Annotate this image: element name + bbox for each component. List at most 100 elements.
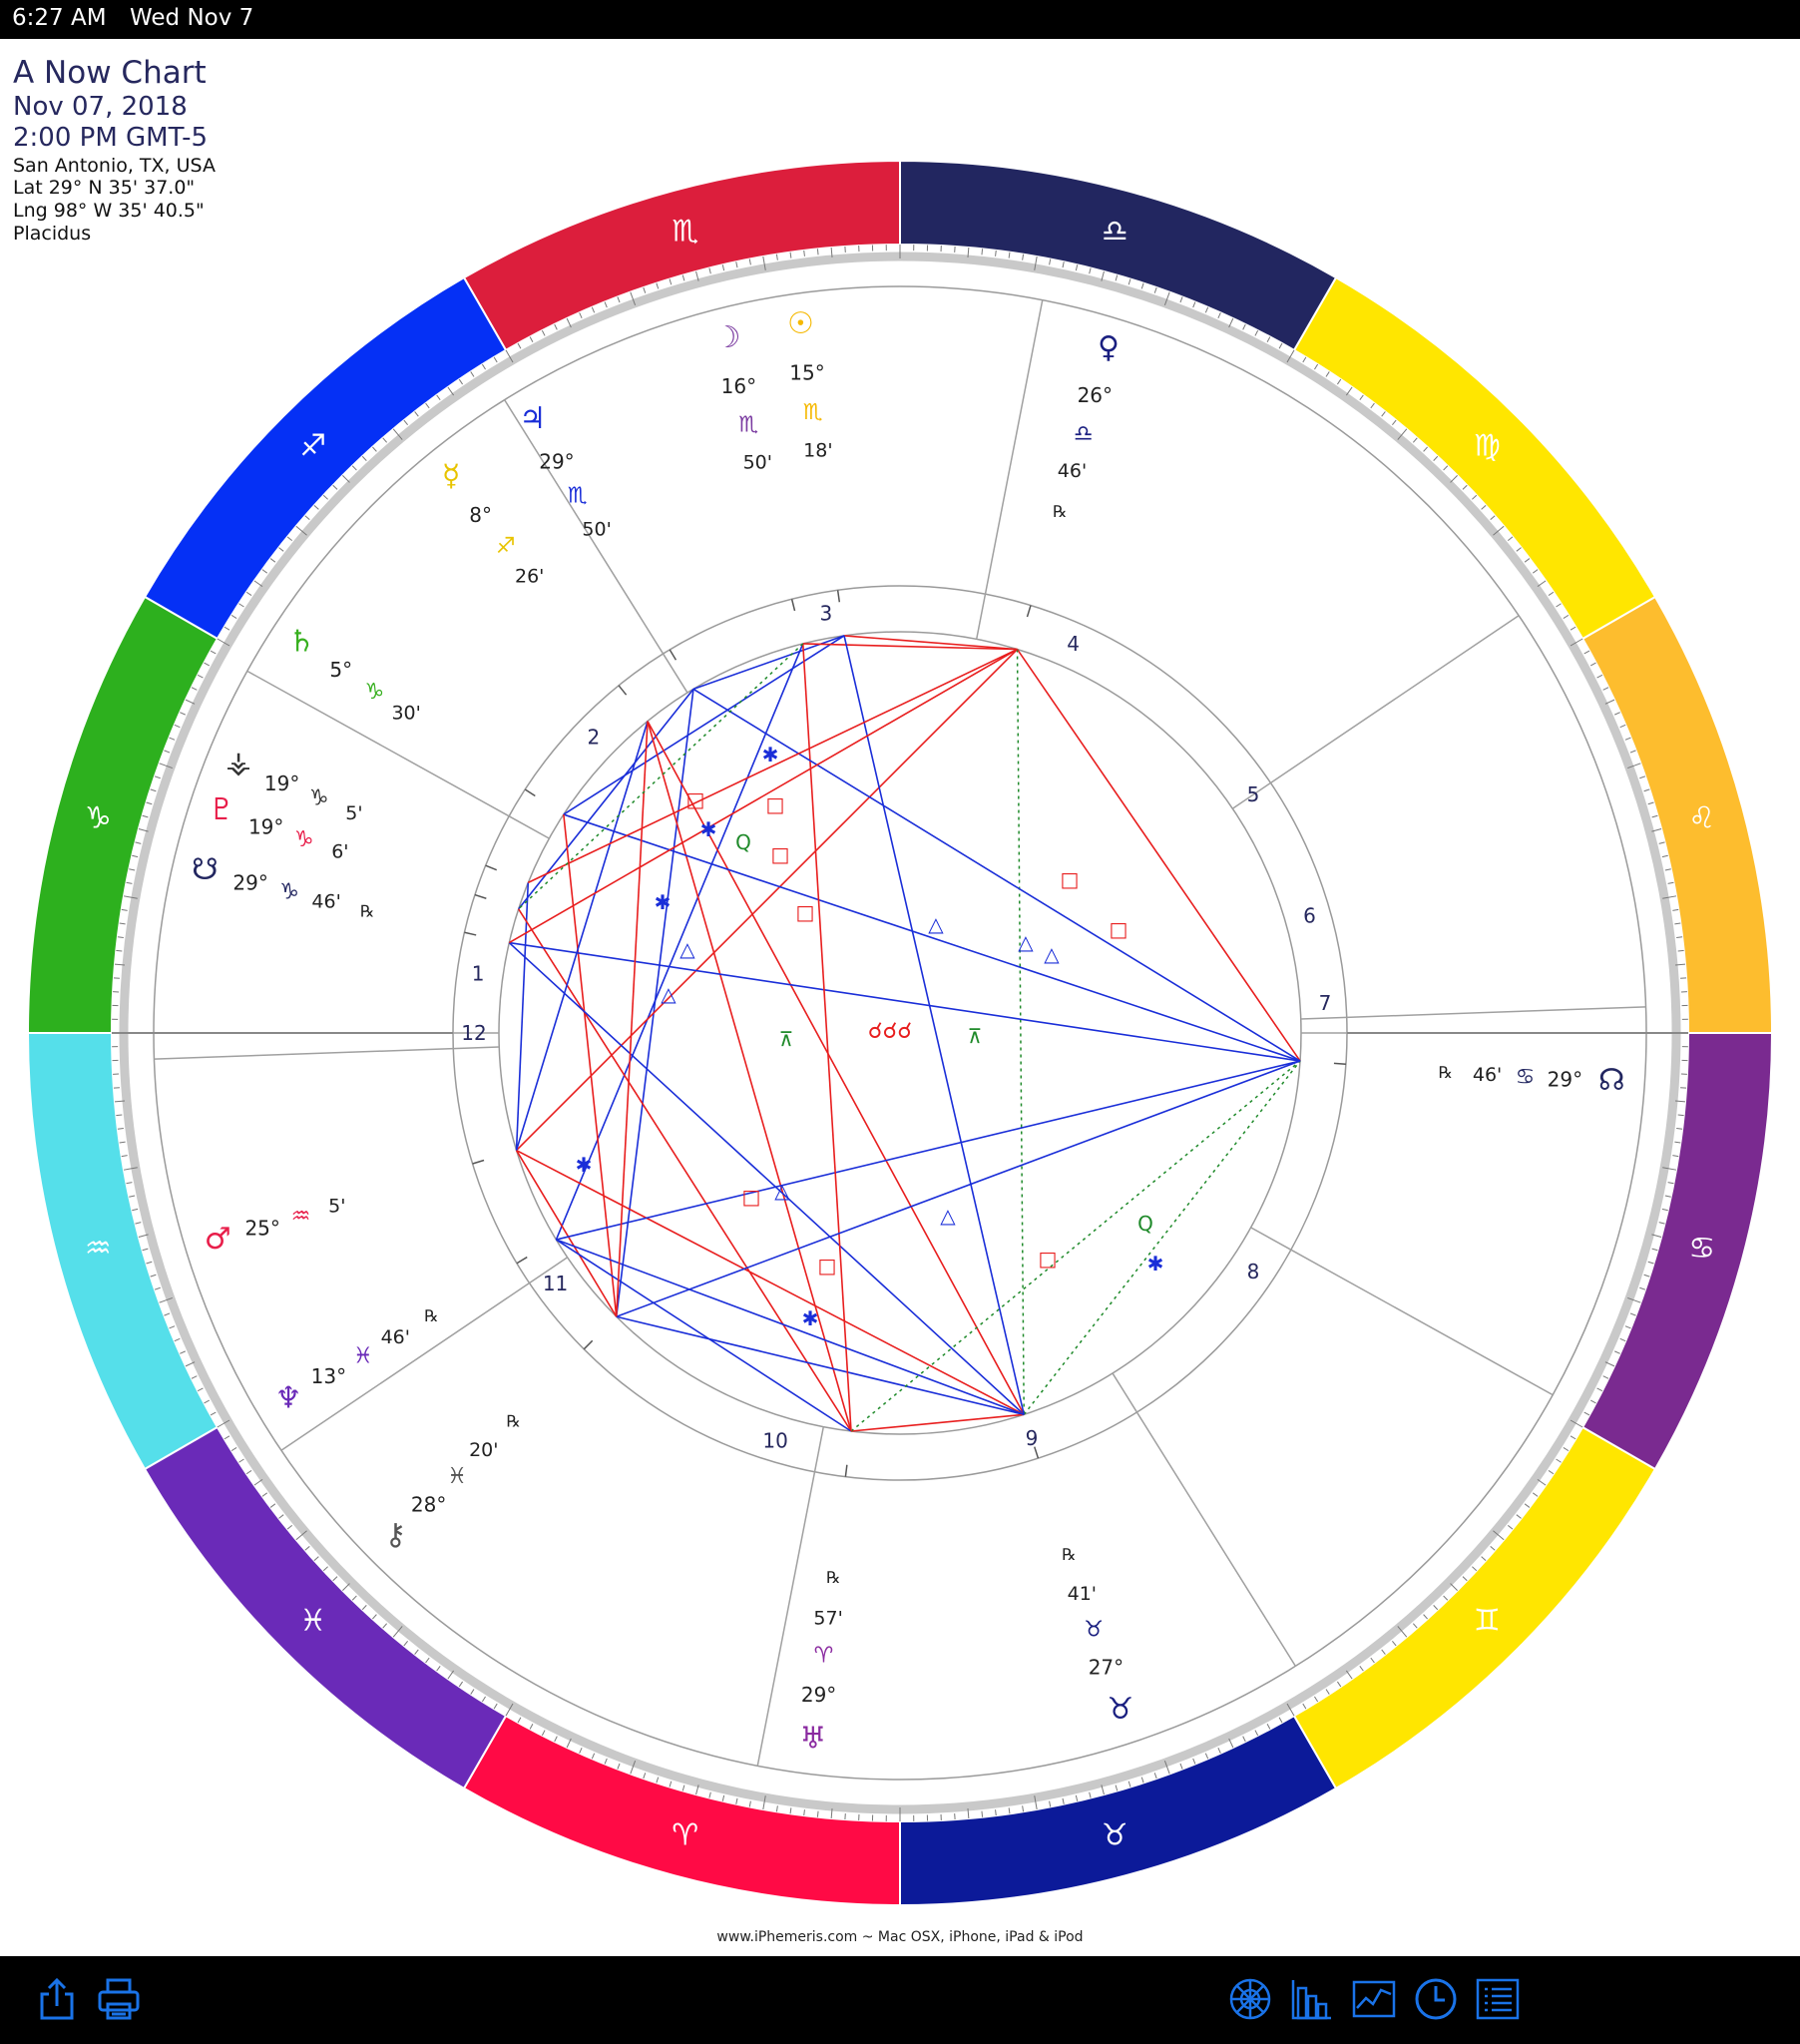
planet-lilith[interactable]: ♉27°♉41'℞ xyxy=(1034,1446,1134,1727)
house-cusp-inner-6 xyxy=(1300,1016,1347,1020)
bar-chart-icon[interactable] xyxy=(1287,1974,1337,2024)
degree-tick xyxy=(1490,1545,1496,1551)
degree-tick xyxy=(1589,662,1596,667)
degree-tick xyxy=(1662,895,1677,899)
degree-tick xyxy=(1127,278,1131,285)
chiron-retrograde: ℞ xyxy=(506,1411,520,1430)
degree-tick xyxy=(458,1681,464,1688)
degree-tick xyxy=(382,1623,388,1629)
share-icon[interactable] xyxy=(32,1974,82,2024)
aspect-line xyxy=(647,721,852,1432)
south-node-position-tick xyxy=(464,931,477,936)
aspect-line xyxy=(515,721,649,1151)
planet-moon[interactable]: ☽16°♏50' xyxy=(714,320,796,612)
uranus-position-tick xyxy=(844,1464,848,1477)
planet-neptune[interactable]: ♆13°♓46'℞ xyxy=(275,1256,528,1416)
degree-tick xyxy=(1163,291,1170,305)
degree-tick xyxy=(669,278,673,285)
clock-icon[interactable] xyxy=(1411,1974,1461,2024)
degree-tick xyxy=(1397,1626,1408,1638)
degree-tick xyxy=(1228,1738,1234,1749)
aspect-glyph: △ xyxy=(774,1179,790,1203)
planet-saturn[interactable]: ♄5°♑30' xyxy=(288,625,536,797)
planet-north-node[interactable]: ☊29°♋46'℞ xyxy=(1333,1062,1625,1098)
degree-tick xyxy=(579,1748,583,1754)
degree-tick xyxy=(554,1736,558,1743)
neptune-degree: 13° xyxy=(311,1364,346,1388)
degree-tick xyxy=(126,1182,133,1185)
degree-tick xyxy=(748,258,751,265)
chart-title: A Now Chart xyxy=(13,55,207,91)
lilith-position-tick xyxy=(1034,1446,1040,1459)
degree-tick xyxy=(436,1665,441,1672)
planet-uranus[interactable]: ♅29°♈57'℞ xyxy=(799,1464,848,1757)
planet-chiron[interactable]: ⚷28°♓20'℞ xyxy=(384,1339,594,1553)
aspect-line xyxy=(1016,649,1301,1062)
degree-tick xyxy=(681,1785,685,1791)
chart-wheel-icon[interactable] xyxy=(1225,1974,1275,2024)
degree-tick xyxy=(1490,515,1496,521)
pluto-position-tick xyxy=(474,893,487,899)
degree-tick xyxy=(1302,1703,1307,1710)
degree-tick xyxy=(803,250,805,256)
jupiter-degree: 29° xyxy=(539,449,574,473)
sun-position-tick xyxy=(836,590,841,603)
degree-tick xyxy=(217,638,230,647)
degree-tick xyxy=(1397,428,1408,440)
degree-tick xyxy=(1493,525,1505,536)
planet-pluto[interactable]: ♇19°♑6' xyxy=(209,792,487,899)
planet-south-node[interactable]: ☋29°♑46'℞ xyxy=(192,852,477,936)
footer-credit: www.iPhemeris.com ~ Mac OSX, iPhone, iPa… xyxy=(716,1929,1084,1945)
jupiter-position-tick xyxy=(669,649,677,661)
planet-mercury[interactable]: ☿8°♐26' xyxy=(442,458,628,696)
degree-tick xyxy=(119,1141,126,1144)
degree-tick xyxy=(1127,1781,1131,1788)
degree-tick xyxy=(1667,881,1674,884)
degree-tick xyxy=(114,1100,126,1103)
degree-tick xyxy=(981,1810,984,1817)
chart-time: 2:00 PM GMT-5 xyxy=(13,123,209,154)
degree-tick xyxy=(1062,1797,1065,1804)
degree-tick xyxy=(132,1208,139,1212)
degree-tick xyxy=(180,1350,186,1354)
planet-vertex[interactable]: ⚶19°♑5' xyxy=(225,746,498,871)
mars-degree: 25° xyxy=(244,1216,279,1240)
sign-glyph-pisces: ♓ xyxy=(299,1603,326,1638)
degree-tick xyxy=(1022,1805,1025,1812)
planet-jupiter[interactable]: ♃29°♏50' xyxy=(519,401,677,661)
house-number-11: 11 xyxy=(543,1272,568,1295)
degree-tick xyxy=(1359,394,1364,401)
house-number-5: 5 xyxy=(1247,782,1260,806)
degree-tick xyxy=(436,394,441,401)
lilith-degree: 27° xyxy=(1089,1655,1124,1679)
degree-tick xyxy=(1583,650,1590,655)
list-icon[interactable] xyxy=(1473,1974,1523,2024)
degree-tick xyxy=(1570,1435,1576,1440)
degree-tick xyxy=(295,525,307,536)
planet-mars[interactable]: ♂25°♒5' xyxy=(205,1159,485,1257)
aspect-line xyxy=(563,813,1301,1062)
degree-tick xyxy=(159,1296,173,1303)
mercury-position-tick xyxy=(618,685,628,696)
sign-glyph-libra: ♎ xyxy=(1102,214,1128,249)
degree-tick xyxy=(1443,1595,1449,1601)
degree-tick xyxy=(261,569,268,574)
house-number-3: 3 xyxy=(819,601,832,625)
degree-tick xyxy=(164,750,171,754)
degree-tick xyxy=(566,1738,572,1749)
line-chart-icon[interactable] xyxy=(1349,1974,1399,2024)
planet-venus[interactable]: ♀26°♎46'℞ xyxy=(1026,330,1120,618)
degree-tick xyxy=(1647,801,1654,805)
degree-tick xyxy=(117,1128,124,1130)
planet-sun[interactable]: ☉15°♏18' xyxy=(787,306,841,603)
degree-tick xyxy=(322,494,328,500)
print-icon[interactable] xyxy=(94,1974,144,2024)
uranus-degree: 29° xyxy=(801,1683,836,1707)
degree-tick xyxy=(286,536,293,542)
wheel-inner-area xyxy=(112,245,1688,1821)
degree-tick xyxy=(762,1795,766,1810)
degree-tick xyxy=(261,1492,268,1497)
sign-glyph-cancer: ♋ xyxy=(1688,1231,1715,1266)
degree-tick xyxy=(174,1337,181,1342)
